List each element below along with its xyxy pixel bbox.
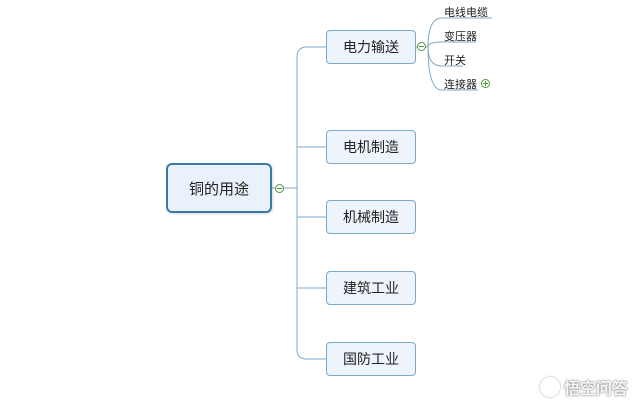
branch-node-motor[interactable]: 电机制造 [326,130,416,164]
leaf-line-4 [427,46,478,91]
power-collapse-icon[interactable] [417,42,426,51]
branch-label: 国防工业 [343,352,399,368]
branch-node-construction[interactable]: 建筑工业 [326,271,416,305]
root-collapse-icon[interactable] [275,184,284,193]
leaf-node-cable[interactable]: 电线电缆 [444,6,488,19]
leaf-line-1 [427,17,492,48]
leaf-node-switch[interactable]: 开关 [444,54,466,67]
leaf-node-transformer[interactable]: 变压器 [444,30,477,43]
connector-expand-icon[interactable] [481,79,490,88]
leaf-line-2 [427,41,476,48]
branch-label: 电机制造 [343,140,399,156]
branch-connector-1 [296,46,326,58]
watermark-text: 悟空问答 [563,379,628,398]
branch-node-power[interactable]: 电力输送 [326,30,416,64]
root-node-label: 铜的用途 [188,179,249,198]
spine-line [296,57,326,360]
branch-node-machinery[interactable]: 机械制造 [326,200,416,234]
wukong-logo-icon [539,377,560,397]
watermark: 悟空问答 [539,375,628,399]
branch-label: 建筑工业 [343,281,399,297]
branch-label: 机械制造 [343,210,399,226]
root-node[interactable]: 铜的用途 [166,163,272,213]
branch-label: 电力输送 [343,40,399,56]
branch-node-defense[interactable]: 国防工业 [326,342,416,376]
leaf-node-connector[interactable]: 连接器 [444,78,477,91]
